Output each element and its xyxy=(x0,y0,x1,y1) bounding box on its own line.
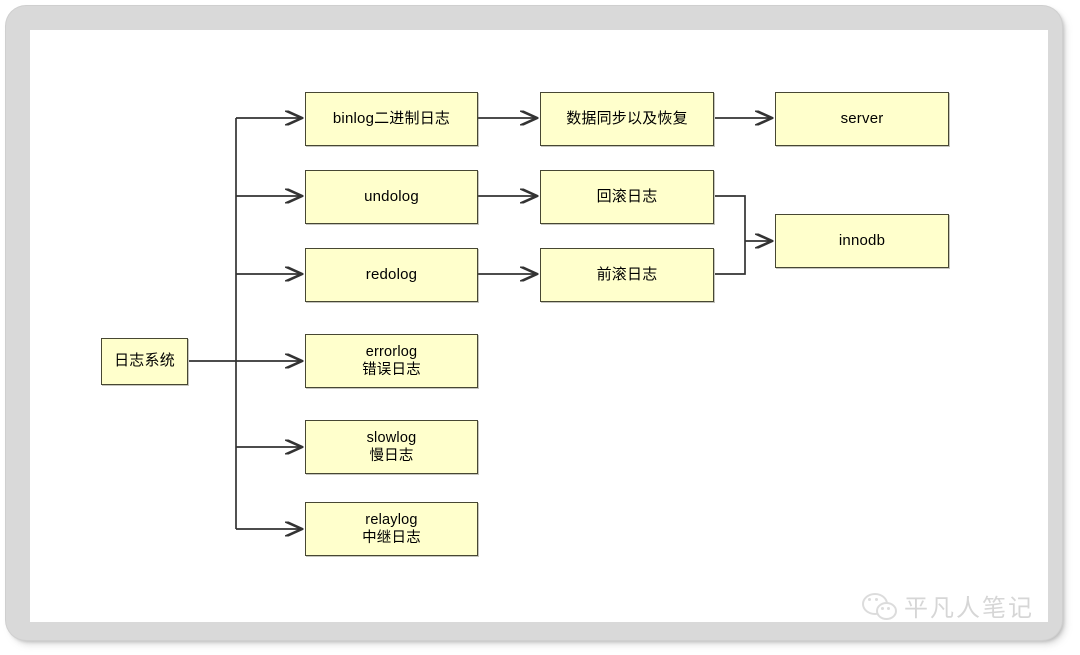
node-rollforward-log-label: 前滚日志 xyxy=(596,265,658,283)
node-rollback-log[interactable]: 回滚日志 xyxy=(540,170,714,224)
wechat-dot-3-icon xyxy=(881,606,884,610)
node-undolog[interactable]: undolog xyxy=(305,170,478,224)
node-data-sync-recovery-label: 数据同步以及恢复 xyxy=(566,109,688,127)
edge-rollback-merge xyxy=(715,195,746,241)
node-root-label: 日志系统 xyxy=(114,352,175,370)
watermark-text: 平凡人笔记 xyxy=(904,594,1034,622)
node-slowlog[interactable]: slowlog 慢日志 xyxy=(305,420,478,474)
node-undolog-label: undolog xyxy=(364,187,419,205)
wechat-bubble-small-icon xyxy=(876,601,897,620)
node-innodb[interactable]: innodb xyxy=(775,214,949,268)
wechat-dot-1-icon xyxy=(868,597,871,601)
node-redolog-label: redolog xyxy=(365,265,418,283)
node-relaylog[interactable]: relaylog 中继日志 xyxy=(305,502,478,556)
node-relaylog-label: relaylog 中继日志 xyxy=(362,511,421,546)
node-root[interactable]: 日志系统 xyxy=(101,338,188,385)
watermark: 平凡人笔记 xyxy=(862,588,1034,623)
edge-rollfwd-merge xyxy=(715,241,746,275)
node-innodb-label: innodb xyxy=(838,231,886,249)
node-binlog-label: binlog二进制日志 xyxy=(332,109,451,127)
node-slowlog-label: slowlog 慢日志 xyxy=(366,429,417,464)
node-server-label: server xyxy=(840,109,884,127)
node-errorlog[interactable]: errorlog 错误日志 xyxy=(305,334,478,388)
node-rollback-log-label: 回滚日志 xyxy=(596,187,658,205)
node-data-sync-recovery[interactable]: 数据同步以及恢复 xyxy=(540,92,714,146)
wechat-dot-4-icon xyxy=(887,606,890,610)
node-binlog[interactable]: binlog二进制日志 xyxy=(305,92,478,146)
wechat-dot-2-icon xyxy=(875,597,878,601)
node-redolog[interactable]: redolog xyxy=(305,248,478,302)
wechat-icon xyxy=(862,592,897,620)
node-server[interactable]: server xyxy=(775,92,949,146)
node-errorlog-label: errorlog 错误日志 xyxy=(362,343,421,378)
node-rollforward-log[interactable]: 前滚日志 xyxy=(540,248,714,302)
